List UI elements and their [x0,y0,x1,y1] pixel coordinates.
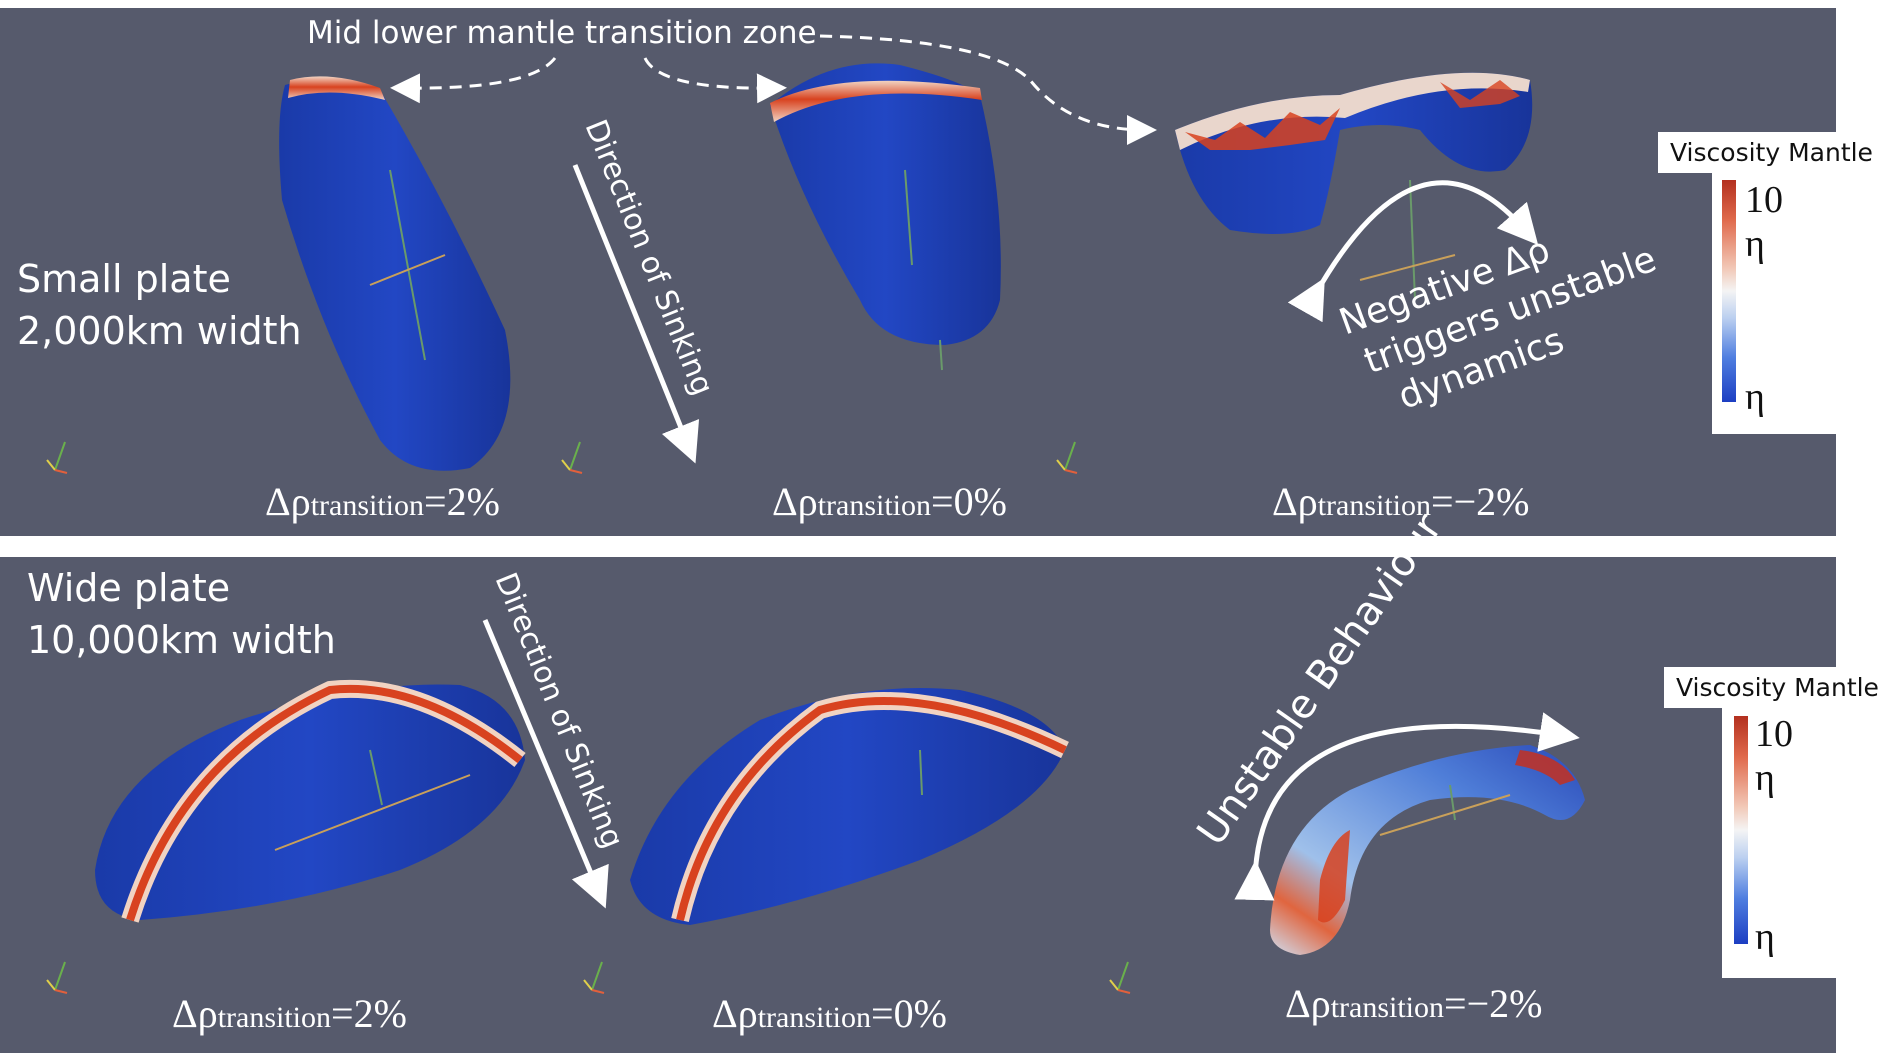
colorbar-gradient [1722,180,1736,402]
colorbar-title: Viscosity Mantle [1664,667,1891,708]
formula-bottom-2: Δρtransition=0% [712,990,947,1037]
formula-top-3: Δρtransition=−2% [1272,478,1529,525]
formula-sub: transition [757,1001,872,1034]
instability-arrow-top [1287,180,1539,323]
slab-top-2 [770,63,1001,371]
direction-label-top: Direction of Sinking [578,115,720,400]
formula-prefix: Δρ [1272,479,1318,524]
small-plate-label: Small plate 2,000km width [17,253,302,357]
instability-arrow-bottom [1234,712,1580,901]
sinking-arrow-top [572,164,700,464]
formula-prefix: Δρ [772,479,818,524]
slab-top-3 [1175,72,1533,301]
small-plate-line1: Small plate [17,257,231,301]
formula-sub: transition [1330,991,1445,1024]
axis-glyphs [46,441,1131,994]
formula-prefix: Δρ [172,991,218,1036]
wide-plate-line2: 10,000km width [27,618,336,662]
formula-bottom-1: Δρtransition=2% [172,990,407,1037]
formula-top-2: Δρtransition=0% [772,478,1007,525]
formula-value: =−2% [1444,981,1543,1026]
small-plate-line2: 2,000km width [17,309,302,353]
wide-plate-line1: Wide plate [27,566,231,610]
colorbar-title: Viscosity Mantle [1658,132,1885,173]
slab-bottom-3 [1270,745,1585,955]
formula-sub: transition [217,1001,332,1034]
sinking-arrow-bottom [482,619,609,909]
formula-prefix: Δρ [1285,981,1331,1026]
wide-plate-label: Wide plate 10,000km width [27,562,336,666]
formula-sub: transition [817,489,932,522]
transition-arrows [390,34,1157,145]
slab-bottom-1 [95,679,526,923]
transition-zone-label: Mid lower mantle transition zone [307,15,817,51]
formula-sub: transition [310,489,425,522]
formula-sub: transition [1317,489,1432,522]
formula-prefix: Δρ [265,479,311,524]
colorbar-max-label: 10 η [1755,713,1793,799]
formula-bottom-3: Δρtransition=−2% [1285,980,1542,1027]
slab-bottom-2 [630,688,1069,925]
formula-value: =0% [931,479,1007,524]
formula-value: =2% [424,479,500,524]
formula-value: =2% [331,991,407,1036]
formula-value: =−2% [1431,479,1530,524]
colorbar-min-label: η [1745,376,1765,418]
formula-top-1: Δρtransition=2% [265,478,500,525]
formula-prefix: Δρ [712,991,758,1036]
direction-label-bottom: Direction of Sinking [488,568,630,853]
colorbar-min-label: η [1755,916,1775,958]
slab-top-1 [279,76,511,471]
formula-value: =0% [871,991,947,1036]
colorbar-gradient [1734,716,1748,944]
colorbar-max-label: 10 η [1745,179,1783,265]
